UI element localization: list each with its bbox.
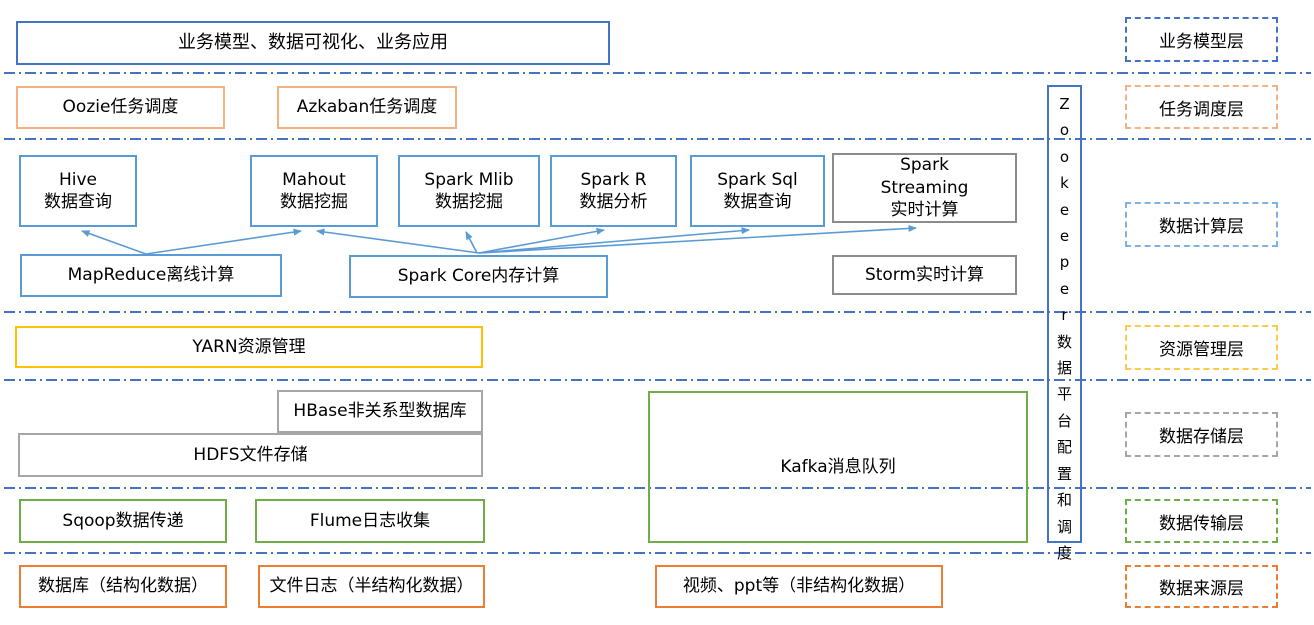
layer-label-storage-text: 数据存储层 [1159, 427, 1244, 447]
box-kafka: Kafka消息队列 [648, 391, 1028, 543]
spark-sql-line2: 数据查询 [723, 192, 792, 212]
box-hive-label: Hive 数据查询 [44, 169, 112, 214]
box-flume-label: Flume日志收集 [309, 510, 431, 531]
layer-label-source: 数据来源层 [1125, 565, 1278, 608]
spark-r-line1: Spark R [580, 169, 647, 190]
hive-line1: Hive [58, 169, 98, 190]
box-storm: Storm实时计算 [832, 255, 1017, 295]
layer-label-resource-text: 资源管理层 [1159, 340, 1244, 360]
box-sqoop-label: Sqoop数据传递 [62, 510, 184, 531]
layer-label-storage: 数据存储层 [1125, 412, 1278, 457]
arrow-sparkcore-to-sparkmlib [465, 231, 478, 254]
mahout-line2: 数据挖掘 [280, 192, 348, 212]
box-business-apps-label: 业务模型、数据可视化、业务应用 [178, 32, 448, 54]
arrow-mapreduce-to-mahout [145, 228, 302, 255]
box-mapreduce: MapReduce离线计算 [20, 254, 282, 297]
box-business-apps: 业务模型、数据可视化、业务应用 [16, 21, 610, 65]
box-source-media-label: 视频、ppt等（非结构化数据） [682, 576, 916, 597]
box-source-filelog-label: 文件日志（半结构化数据） [269, 576, 474, 597]
spark-streaming-line3: 实时计算 [890, 200, 959, 221]
spark-mlib-line1: Spark Mlib [424, 169, 514, 190]
arrow-mapreduce-to-hive [81, 230, 147, 255]
hive-line2: 数据查询 [44, 192, 112, 212]
layer-label-compute: 数据计算层 [1125, 202, 1278, 247]
spark-streaming-line2: Streaming [880, 177, 969, 198]
box-mahout: Mahout 数据挖掘 [250, 155, 378, 227]
box-spark-sql: Spark Sql 数据查询 [690, 155, 825, 227]
box-spark-core: Spark Core内存计算 [349, 255, 608, 298]
layer-label-source-text: 数据来源层 [1159, 579, 1244, 599]
box-spark-streaming: Spark Streaming 实时计算 [832, 153, 1017, 223]
spark-mlib-line2: 数据挖掘 [435, 192, 503, 212]
layer-label-business: 业务模型层 [1125, 17, 1278, 62]
layer-label-scheduling: 任务调度层 [1125, 85, 1278, 129]
layer-label-transport: 数据传输层 [1125, 499, 1278, 543]
layer-label-compute-text: 数据计算层 [1159, 217, 1244, 237]
box-spark-streaming-label: Spark Streaming 实时计算 [881, 154, 969, 221]
mahout-line1: Mahout [282, 169, 346, 190]
box-spark-r: Spark R 数据分析 [550, 155, 677, 227]
arrow-sparkcore-to-sparkstreaming [478, 224, 917, 254]
box-hdfs-label: HDFS文件存储 [193, 444, 308, 465]
arrow-sparkcore-to-mahout [316, 228, 480, 254]
layer-label-business-text: 业务模型层 [1159, 32, 1244, 52]
box-oozie: Oozie任务调度 [16, 86, 225, 129]
box-source-media: 视频、ppt等（非结构化数据） [655, 565, 943, 608]
box-source-filelog: 文件日志（半结构化数据） [258, 565, 485, 608]
box-hbase: HBase非关系型数据库 [277, 390, 483, 433]
box-spark-mlib: Spark Mlib 数据挖掘 [398, 155, 540, 227]
arrow-sparkcore-to-sparkr [478, 227, 605, 254]
box-azkaban: Azkaban任务调度 [277, 86, 457, 129]
box-sqoop: Sqoop数据传递 [19, 499, 227, 543]
box-spark-r-label: Spark R 数据分析 [580, 169, 648, 214]
box-mahout-label: Mahout 数据挖掘 [280, 169, 348, 214]
spark-r-line2: 数据分析 [579, 192, 648, 212]
box-spark-sql-label: Spark Sql 数据查询 [717, 169, 798, 214]
box-azkaban-label: Azkaban任务调度 [296, 97, 438, 118]
spark-streaming-line1: Spark [900, 155, 949, 176]
layer-label-transport-text: 数据传输层 [1159, 513, 1244, 534]
box-hbase-label: HBase非关系型数据库 [293, 401, 467, 422]
box-spark-core-label: Spark Core内存计算 [397, 266, 560, 287]
spark-sql-line1: Spark Sql [717, 169, 798, 190]
box-storm-label: Storm实时计算 [864, 264, 985, 285]
layer-label-scheduling-text: 任务调度层 [1159, 99, 1244, 120]
box-yarn-label: YARN资源管理 [192, 336, 306, 357]
box-hdfs: HDFS文件存储 [18, 433, 483, 477]
layer-label-resource: 资源管理层 [1125, 325, 1278, 370]
box-kafka-label: Kafka消息队列 [780, 456, 896, 477]
box-hive: Hive 数据查询 [19, 155, 137, 227]
arrow-sparkcore-to-sparksql [478, 227, 750, 254]
box-oozie-label: Oozie任务调度 [62, 97, 179, 118]
box-flume: Flume日志收集 [255, 499, 485, 543]
box-yarn: YARN资源管理 [15, 326, 483, 368]
box-source-database-label: 数据库（结构化数据） [38, 576, 208, 597]
box-mapreduce-label: MapReduce离线计算 [67, 265, 235, 286]
box-source-database: 数据库（结构化数据） [19, 565, 227, 608]
box-zookeeper: Z o o k e e p e r 数 据 平 台 配 置 和 调 度 [1047, 85, 1082, 562]
box-spark-mlib-label: Spark Mlib 数据挖掘 [424, 169, 513, 214]
